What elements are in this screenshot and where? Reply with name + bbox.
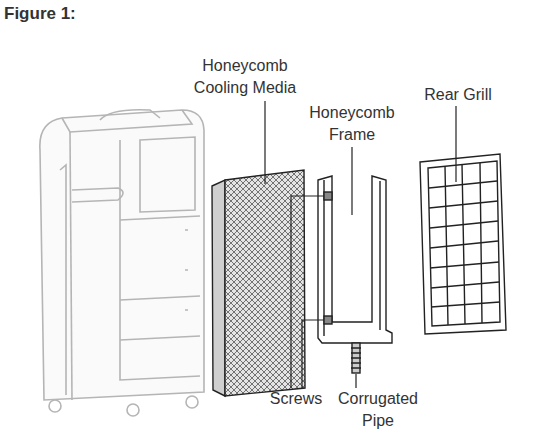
cooler-body [40, 110, 204, 416]
leader-line [291, 196, 324, 388]
grill-rows [429, 181, 500, 307]
media-side [212, 180, 225, 396]
grill-inner [428, 161, 500, 326]
frame-outline [318, 176, 392, 343]
leader-line [351, 147, 352, 215]
caster [49, 400, 61, 412]
panel-lines [120, 216, 200, 340]
pipe-ridges [351, 348, 361, 368]
leader-line [264, 101, 265, 184]
body-edge [70, 132, 72, 400]
leader-lines [265, 101, 456, 388]
part-label: Screws [256, 388, 336, 410]
rear-opening [140, 137, 195, 212]
media-face [225, 170, 305, 396]
grill-outline [420, 154, 506, 334]
part-label: Corrugated Pipe [328, 388, 428, 432]
leader-line [302, 320, 324, 388]
side-handle [72, 188, 123, 202]
handle-top [100, 110, 160, 120]
caster [127, 404, 139, 416]
screw [324, 316, 332, 324]
honeycomb-frame [318, 176, 392, 373]
body-outline [40, 110, 204, 400]
part-label: Honeycomb Frame [297, 102, 407, 146]
figure-title: Figure 1: [4, 4, 76, 24]
slots [185, 230, 188, 310]
leader-line [455, 106, 456, 182]
screw [324, 192, 332, 200]
part-label: Honeycomb Cooling Media [185, 55, 305, 99]
body-top [62, 110, 192, 132]
corrugated-pipe [352, 343, 360, 373]
inner-frame [120, 140, 200, 380]
caster [186, 396, 198, 408]
rear-grill [420, 154, 506, 334]
side-panel [60, 165, 66, 395]
leader-line [355, 374, 356, 388]
part-label: Rear Grill [408, 84, 508, 106]
